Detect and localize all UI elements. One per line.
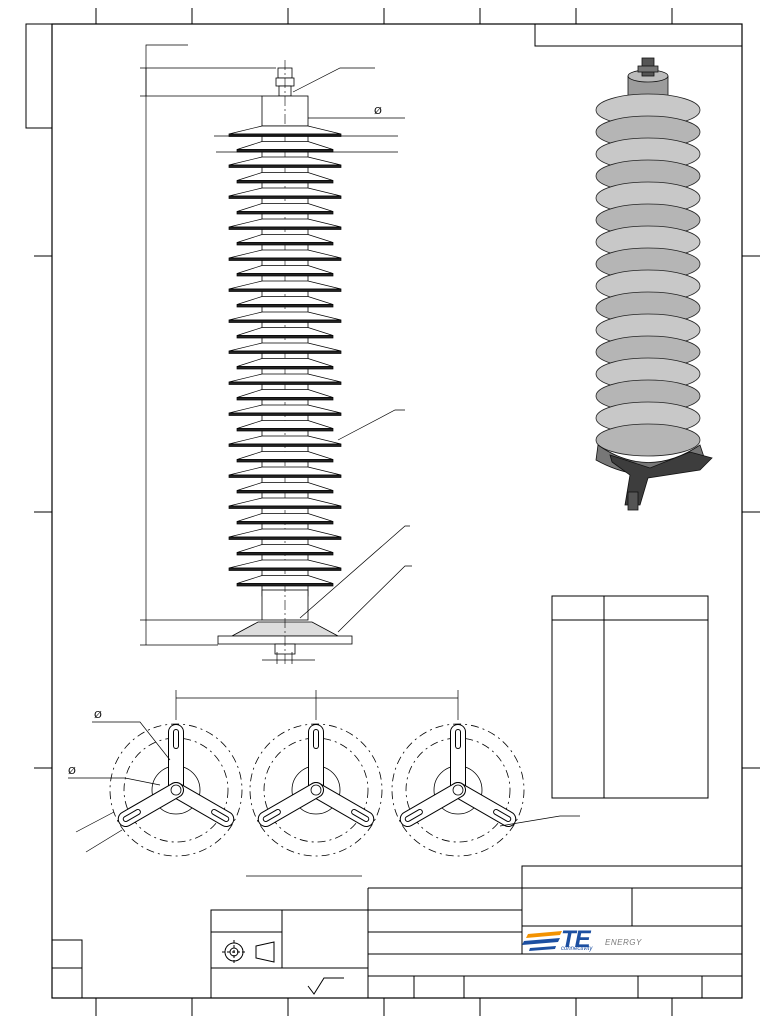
shed — [236, 482, 334, 491]
base-bracket-plan — [249, 723, 383, 857]
base-hub — [170, 784, 182, 796]
shed-edge — [228, 381, 342, 385]
shed-edge — [228, 412, 342, 416]
shed — [236, 389, 334, 398]
logo-text: TE — [561, 926, 591, 953]
base-bracket-plan — [109, 723, 243, 857]
shed — [236, 544, 334, 553]
shed — [228, 218, 342, 228]
revision-table — [551, 595, 709, 799]
shed-edge — [236, 459, 334, 463]
shed-edge — [228, 474, 342, 478]
left-tab — [25, 23, 53, 129]
shed-edge — [228, 257, 342, 261]
shed — [236, 172, 334, 181]
base-circle — [123, 737, 229, 843]
dimension-lines-bases — [68, 690, 580, 877]
shed — [228, 311, 342, 321]
dimension-lines-front — [140, 44, 412, 664]
shed-edge — [236, 335, 334, 339]
shed — [236, 358, 334, 367]
shed — [228, 342, 342, 352]
shed-edge — [236, 211, 334, 215]
base-bracket-plan — [391, 723, 525, 857]
shed-edge — [236, 397, 334, 401]
shed — [228, 125, 342, 135]
base-slot-fill — [352, 810, 369, 821]
shed — [236, 420, 334, 429]
shed-edge — [228, 288, 342, 292]
shed — [228, 497, 342, 507]
shed — [228, 249, 342, 259]
shed — [236, 141, 334, 150]
projection-symbol-icon — [222, 940, 275, 964]
base-hub — [310, 784, 322, 796]
base-slot-fill — [263, 810, 280, 821]
shed-edge — [236, 149, 334, 153]
shed — [228, 404, 342, 414]
shed — [228, 156, 342, 166]
shed — [228, 187, 342, 197]
shed-edge — [228, 567, 342, 571]
shed — [228, 373, 342, 383]
shed — [236, 451, 334, 460]
shed — [236, 234, 334, 243]
surface-finish-icon — [307, 977, 344, 995]
shed-edge — [228, 164, 342, 168]
shed — [236, 265, 334, 274]
shed-edge — [236, 304, 334, 308]
shed-edge — [228, 226, 342, 230]
shed-edge — [236, 490, 334, 494]
arrester-sheds — [228, 125, 342, 587]
shed — [236, 203, 334, 212]
base-bracket-views — [109, 723, 525, 857]
shed-edge — [236, 180, 334, 184]
shed-edge — [228, 350, 342, 354]
arrester-3d-base — [595, 444, 713, 511]
shed-edge — [228, 443, 342, 447]
shed — [228, 466, 342, 476]
shed — [236, 296, 334, 305]
shed-edge — [236, 583, 334, 587]
frame-zone-ticks — [34, 8, 760, 1016]
diameter-label-base-inner: Ø — [68, 765, 76, 777]
logo-tagline: connectivity — [561, 946, 593, 952]
base-slot-fill — [494, 810, 511, 821]
shed — [228, 559, 342, 569]
drawing-border — [51, 23, 743, 999]
base-slot-fill — [212, 810, 229, 821]
arrester-3d-sheds — [595, 93, 701, 457]
shed — [236, 575, 334, 584]
shed — [228, 528, 342, 538]
base-slot-fill — [405, 810, 422, 821]
shed — [228, 280, 342, 290]
shed — [228, 435, 342, 445]
shed-edge — [228, 133, 342, 137]
base-circle — [263, 737, 369, 843]
te-logo-mark — [522, 931, 562, 951]
shed-edge — [228, 195, 342, 199]
shed-3d — [595, 423, 701, 457]
brand-logo: TE connectivity ENERGY — [523, 926, 683, 954]
shed-edge — [236, 273, 334, 277]
title-block — [51, 865, 743, 999]
diameter-label-base-outer: Ø — [94, 709, 102, 721]
shed-edge — [236, 428, 334, 432]
base-hub — [452, 784, 464, 796]
shed-edge — [228, 319, 342, 323]
shed-edge — [228, 505, 342, 509]
base-circle — [405, 737, 511, 843]
diameter-label-top: Ø — [374, 105, 382, 117]
shed-edge — [236, 366, 334, 370]
logo-division: ENERGY — [605, 938, 642, 947]
top-right-box — [534, 23, 743, 47]
shed — [236, 327, 334, 336]
shed-edge — [236, 521, 334, 525]
shed — [236, 513, 334, 522]
shed-edge — [236, 242, 334, 246]
shed-edge — [236, 552, 334, 556]
shed-edge — [228, 536, 342, 540]
base-slot-fill — [123, 810, 140, 821]
